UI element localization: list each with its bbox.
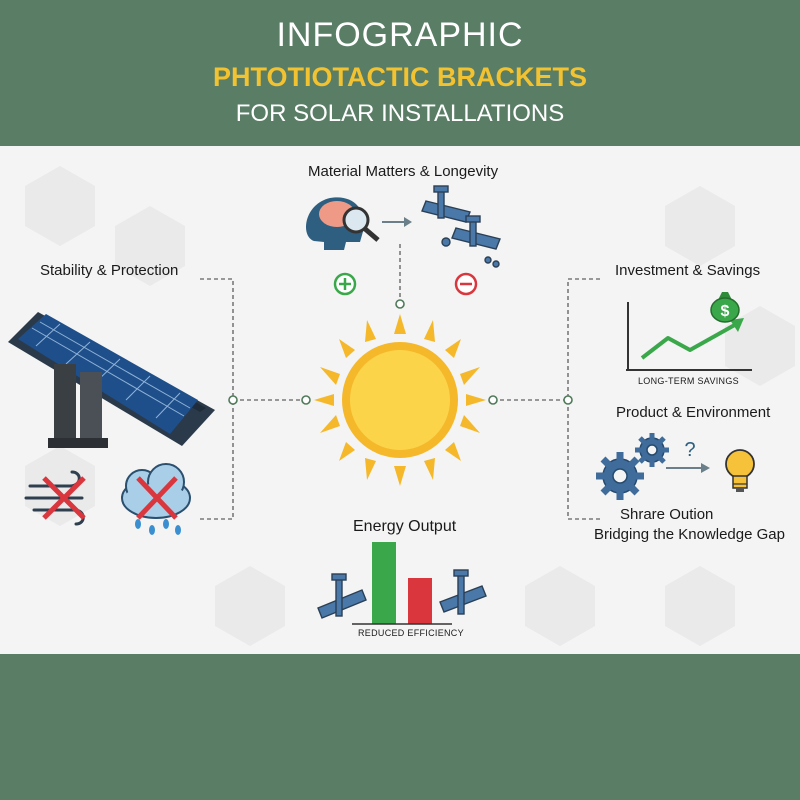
- bracket-right-icon: [439, 569, 487, 615]
- bracket-left-icon: [317, 573, 367, 619]
- footer-band: [0, 654, 800, 800]
- rain-cloud-blocked-icon: [121, 463, 191, 535]
- lightbulb-icon: [725, 449, 755, 492]
- connector-lines: [200, 244, 600, 520]
- hex-pattern: [25, 166, 795, 646]
- sun-icon: [314, 314, 486, 486]
- bracket-hardware-icon: [421, 185, 501, 268]
- efficiency-caption: REDUCED EFFICIENCY: [358, 628, 464, 638]
- money-bag-icon: $: [710, 292, 740, 323]
- energy-title: Energy Output: [353, 518, 457, 535]
- minus-icon: [454, 272, 478, 296]
- wind-blocked-icon: [24, 470, 86, 526]
- efficiency-bar-low: [408, 578, 432, 624]
- infographic-panel: $ ?: [0, 146, 800, 654]
- knowledge-gap-title: Bridging the Knowledge Gap: [594, 526, 785, 543]
- stability-title: Stability & Protection: [40, 262, 179, 279]
- share-title: Shrare Oution: [620, 506, 714, 523]
- brain-magnifier-icon: [306, 197, 380, 250]
- arrow-right-icon: [382, 217, 412, 227]
- solar-panel-icon: [8, 312, 215, 448]
- product-title: Product & Environment: [616, 404, 771, 421]
- savings-caption: LONG-TERM SAVINGS: [638, 376, 739, 386]
- savings-chart-icon: [626, 302, 752, 371]
- investment-title: Investment & Savings: [615, 262, 761, 279]
- title-line-1: INFOGRAPHIC: [276, 16, 524, 54]
- arrow-right-icon: [666, 463, 710, 473]
- connector-dots: [228, 299, 573, 405]
- question-icon: ?: [684, 439, 695, 461]
- energy-output-chart: [352, 542, 452, 625]
- efficiency-bar-high: [372, 542, 396, 624]
- gears-icon: [596, 433, 669, 500]
- title-line-2: PHTOTIOTACTIC BRACKETS: [213, 62, 587, 92]
- material-title: Material Matters & Longevity: [308, 163, 499, 180]
- infographic-art: $ ?: [8, 166, 795, 646]
- title-line-3: FOR SOLAR INSTALLATIONS: [235, 100, 565, 127]
- header: INFOGRAPHIC PHTOTIOTACTIC BRACKETS FOR S…: [0, 0, 800, 145]
- plus-icon: [333, 272, 357, 296]
- money-symbol: $: [721, 303, 730, 320]
